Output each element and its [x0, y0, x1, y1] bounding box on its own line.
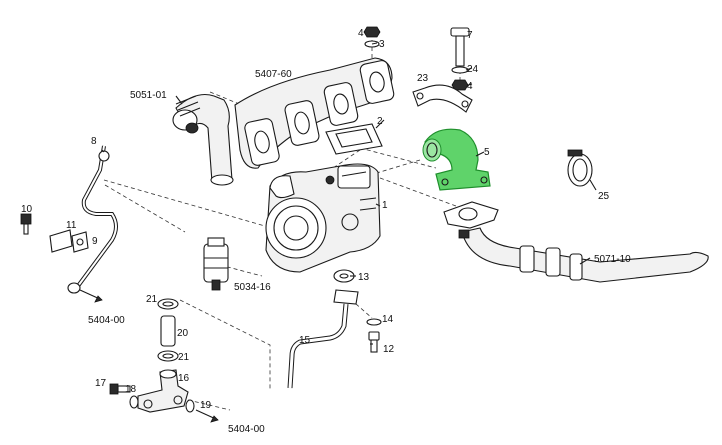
- actuator-5034-16: [203, 237, 229, 291]
- label-part-10: 10: [21, 204, 33, 215]
- bolt-part-10: [20, 213, 32, 235]
- label-part-17: 17: [95, 378, 107, 389]
- label-part-18: 18: [125, 384, 137, 395]
- label-part-24: 24: [467, 64, 479, 75]
- bracket-part-23: [412, 84, 473, 113]
- downpipe-5071-10: [443, 201, 709, 283]
- washer-part-14: [366, 318, 382, 326]
- label-part-1: 1: [382, 200, 388, 211]
- label-part-4-top: 4: [358, 28, 364, 39]
- label-part-5404-00-lower: 5404-00: [228, 424, 265, 435]
- intake-hose-5051-01: [172, 93, 234, 186]
- label-part-9: 9: [92, 236, 98, 247]
- label-part-19: 19: [200, 400, 212, 411]
- label-part-25: 25: [598, 191, 610, 202]
- seal-part-21-top: [157, 298, 179, 310]
- clip-part-9: [71, 231, 89, 253]
- label-part-13: 13: [358, 272, 370, 283]
- label-part-16: 16: [178, 373, 190, 384]
- label-part-5051-01: 5051-01: [130, 90, 167, 101]
- bolt-part-12: [368, 331, 380, 353]
- washer-part-19: [185, 399, 195, 413]
- label-part-7: 7: [467, 30, 473, 41]
- callout-labels: 4 3 7 5407-60 23 24 4 5051-01 2 5 8 25 1…: [21, 28, 631, 435]
- label-part-14: 14: [382, 314, 394, 325]
- washer-part-24: [451, 66, 469, 74]
- label-part-5407-60: 5407-60: [255, 69, 292, 80]
- oil-return-pipe-part-15: [287, 289, 359, 389]
- label-part-5: 5: [484, 147, 490, 158]
- label-part-5034-16: 5034-16: [234, 282, 271, 293]
- label-part-4-right: 4: [467, 81, 473, 92]
- label-part-12: 12: [383, 344, 395, 355]
- adapter-part-16: [137, 369, 189, 413]
- sleeve-part-20: [160, 315, 176, 347]
- bracket-part-11: [49, 229, 73, 253]
- gasket-part-2: [325, 123, 383, 155]
- nut-part-4: [451, 79, 469, 91]
- label-part-11: 11: [66, 220, 77, 231]
- elbow-part-5-highlighted: [422, 128, 491, 191]
- label-part-5071-10: 5071-10: [594, 254, 631, 265]
- bolt-part-7: [450, 27, 470, 67]
- exhaust-manifold-5407-60: [234, 57, 395, 169]
- label-part-21-bottom: 21: [178, 352, 190, 363]
- clamp-part-25: [567, 149, 593, 187]
- seal-part-21-bottom: [157, 350, 179, 362]
- label-part-20: 20: [177, 328, 189, 339]
- label-part-21-top: 21: [146, 294, 158, 305]
- arrow-to-5404-00-upper: [79, 289, 103, 303]
- oil-feed-pipe-part-8: [67, 145, 118, 294]
- gasket-part-13: [333, 269, 355, 283]
- arrow-to-5404-00-lower: [195, 409, 219, 423]
- label-part-5404-00-upper: 5404-00: [88, 315, 125, 326]
- bolt-part-17: [109, 383, 131, 395]
- washer-part-18: [129, 395, 139, 409]
- label-part-15: 15: [299, 335, 311, 346]
- label-part-8: 8: [91, 136, 97, 147]
- label-part-2: 2: [377, 116, 383, 127]
- label-part-3: 3: [379, 39, 385, 50]
- nut-washer-parts-4-3: [363, 26, 381, 48]
- callout-leaders: [101, 42, 597, 345]
- turbocharger-part-1: [265, 163, 381, 273]
- label-part-23: 23: [417, 73, 429, 84]
